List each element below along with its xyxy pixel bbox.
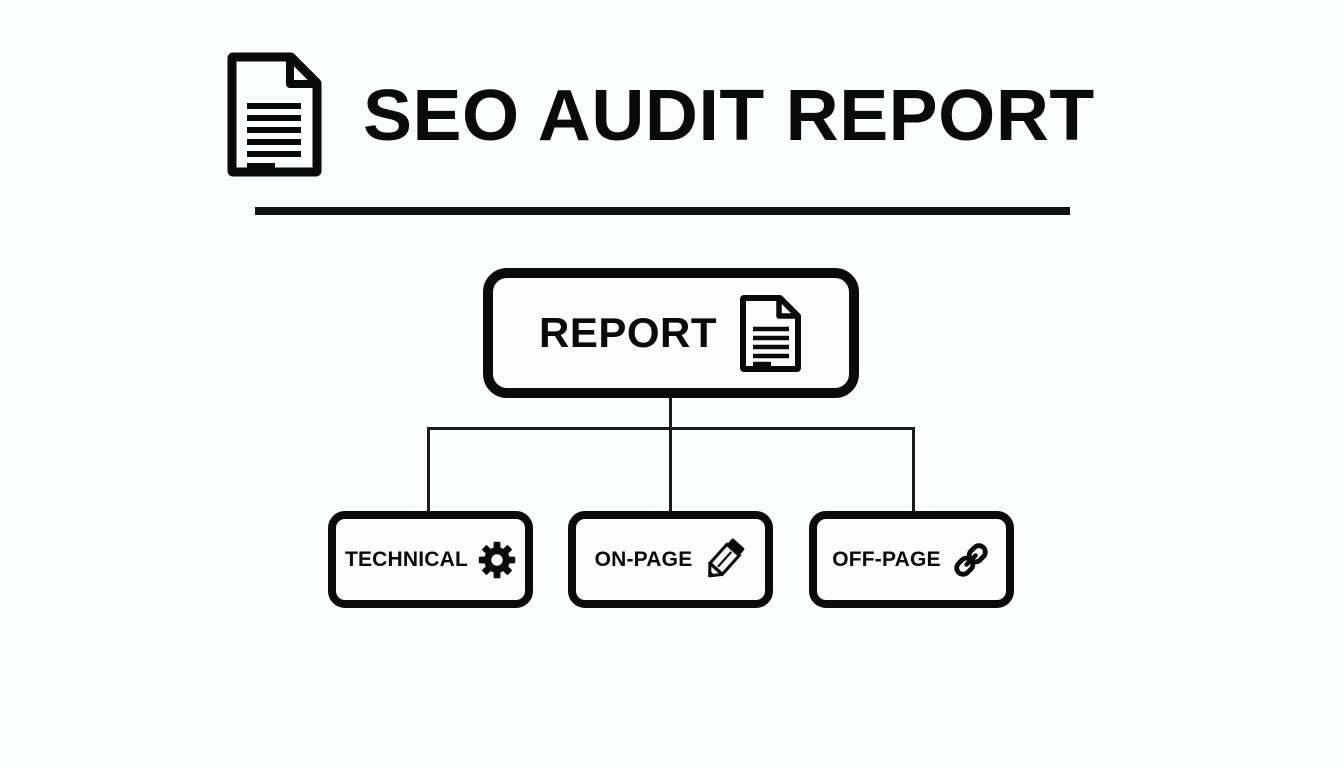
connector-drop-offpage bbox=[912, 427, 915, 512]
document-icon bbox=[739, 294, 803, 372]
pencil-icon bbox=[702, 536, 746, 584]
link-icon bbox=[951, 540, 991, 580]
gear-icon bbox=[478, 541, 516, 579]
document-icon bbox=[225, 50, 325, 178]
connector-drop-technical bbox=[427, 427, 430, 512]
node-report-label: REPORT bbox=[538, 309, 717, 356]
node-report[interactable]: REPORT bbox=[483, 268, 859, 398]
header-divider bbox=[255, 207, 1070, 215]
connector-root-stem bbox=[669, 398, 672, 429]
node-technical-label: TECHNICAL bbox=[344, 548, 469, 571]
node-offpage-label: OFF-PAGE bbox=[832, 548, 941, 571]
page-title: SEO AUDIT REPORT bbox=[363, 76, 1095, 156]
connector-drop-onpage bbox=[669, 427, 672, 512]
node-offpage[interactable]: OFF-PAGE bbox=[809, 511, 1014, 608]
header: SEO AUDIT REPORT bbox=[225, 50, 1094, 178]
node-onpage-label: ON-PAGE bbox=[594, 548, 693, 571]
node-onpage[interactable]: ON-PAGE bbox=[568, 511, 773, 608]
node-technical[interactable]: TECHNICAL bbox=[328, 511, 533, 608]
